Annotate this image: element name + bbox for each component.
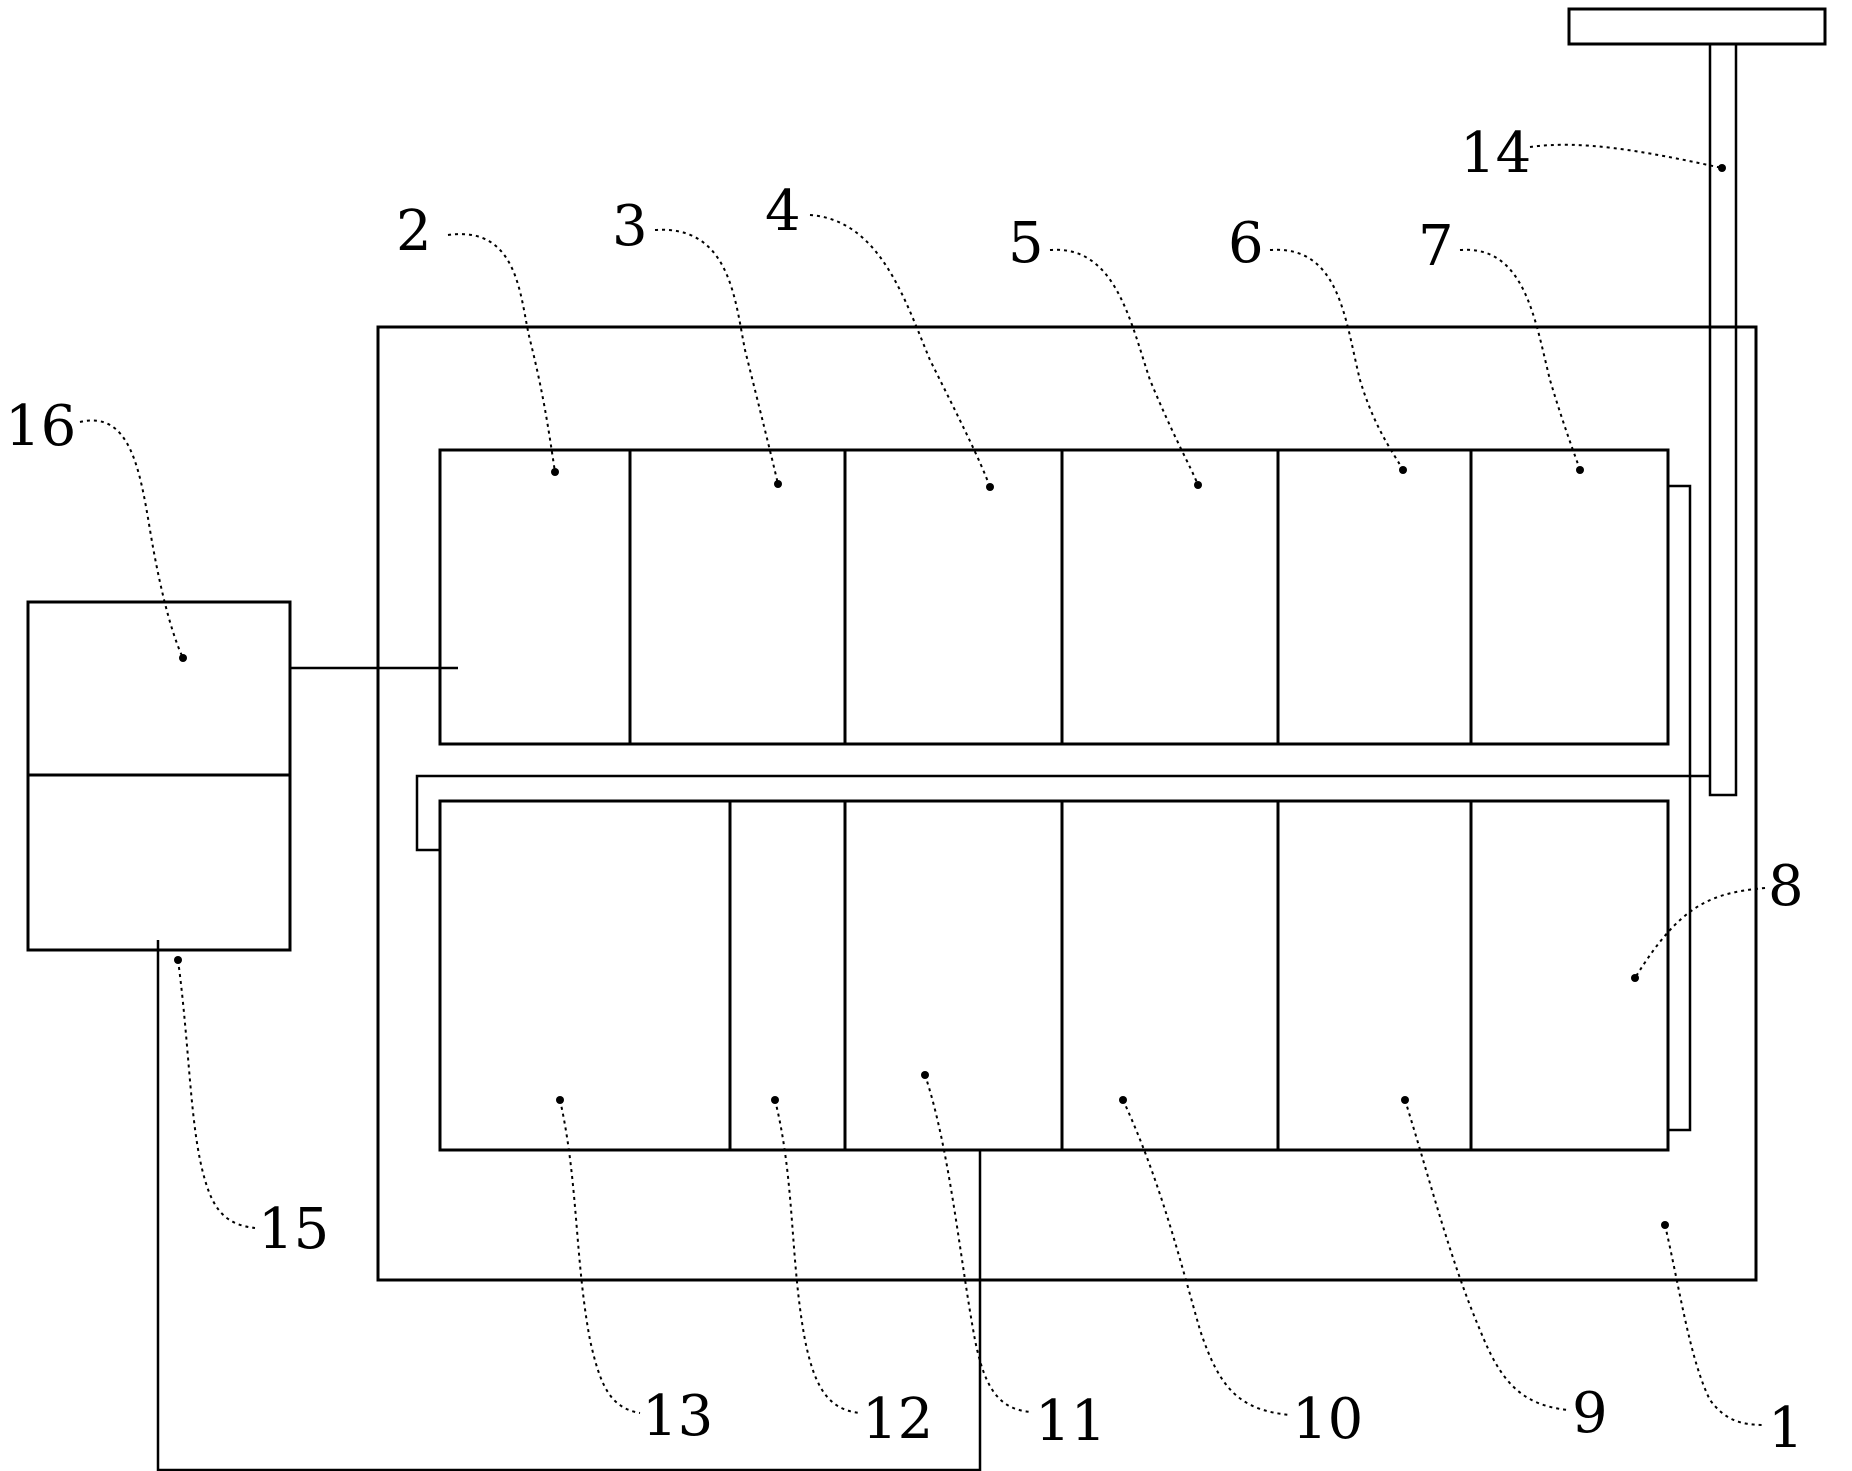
label-12: 12: [862, 1387, 933, 1452]
leader-1: [1664, 1224, 1766, 1426]
leader-7-dot: [1576, 466, 1584, 474]
label-1: 1: [1768, 1396, 1804, 1461]
leader-8-dot: [1631, 974, 1639, 982]
leader-6-dot: [1399, 466, 1407, 474]
lower-row: [438, 799, 1670, 1152]
leader-14: [1529, 143, 1723, 169]
upper-row: [438, 448, 1670, 746]
external-unit: [26, 600, 982, 1471]
label-5: 5: [1008, 211, 1044, 276]
leader-11-dot: [921, 1071, 929, 1079]
leader-15-dot: [174, 956, 182, 964]
leader-13: [559, 1099, 641, 1414]
label-3: 3: [612, 194, 648, 259]
label-13: 13: [642, 1384, 713, 1449]
leader-11: [924, 1074, 1033, 1413]
label-10: 10: [1292, 1387, 1363, 1452]
leader-12-dot: [771, 1096, 779, 1104]
leader-2: [447, 233, 556, 473]
housing-frame: [376, 325, 1758, 1282]
leader-16: [79, 419, 184, 659]
leader-6: [1269, 248, 1404, 471]
label-11: 11: [1035, 1389, 1106, 1454]
leader-3-dot: [774, 480, 782, 488]
pipe-14: [415, 7, 1827, 852]
leaders: [79, 143, 1766, 1426]
pipe-14-return: [415, 774, 1710, 852]
leader-13-dot: [556, 1096, 564, 1104]
label-4: 4: [765, 179, 801, 244]
leader-1-dot: [1661, 1221, 1669, 1229]
leader-3: [654, 228, 779, 485]
lower-row-frame: [438, 799, 1670, 1152]
pipe-14-tube: [1708, 44, 1738, 797]
leader-9: [1404, 1099, 1569, 1411]
leader-16-dot: [179, 654, 187, 662]
leader-14-dot: [1718, 164, 1726, 172]
leader-7: [1459, 248, 1581, 471]
leader-4: [809, 214, 991, 488]
leader-4-dot: [986, 483, 994, 491]
leader-12: [774, 1099, 861, 1414]
label-14: 14: [1460, 121, 1531, 186]
leader-5-dot: [1194, 481, 1202, 489]
leader-5: [1049, 248, 1199, 486]
leader-10-dot: [1119, 1096, 1127, 1104]
leader-10: [1122, 1099, 1291, 1416]
leader-2-dot: [551, 468, 559, 476]
leader-8: [1634, 887, 1766, 979]
label-9: 9: [1572, 1381, 1608, 1446]
label-7: 7: [1418, 214, 1454, 279]
leader-15: [177, 959, 256, 1229]
right-return-bracket: [1668, 484, 1692, 1132]
connector-15-loop: [156, 940, 982, 1471]
label-16: 16: [5, 394, 76, 459]
label-15: 15: [258, 1197, 329, 1262]
pipe-14-handle: [1567, 7, 1827, 46]
label-2: 2: [396, 199, 432, 264]
upper-row-frame: [438, 448, 1670, 746]
leader-9-dot: [1401, 1096, 1409, 1104]
label-6: 6: [1228, 211, 1264, 276]
label-8: 8: [1768, 854, 1804, 919]
reference-numerals: 2 3 4 5 6 7 8 9 10 11 12 13 1 14 15 16: [5, 121, 1804, 1461]
